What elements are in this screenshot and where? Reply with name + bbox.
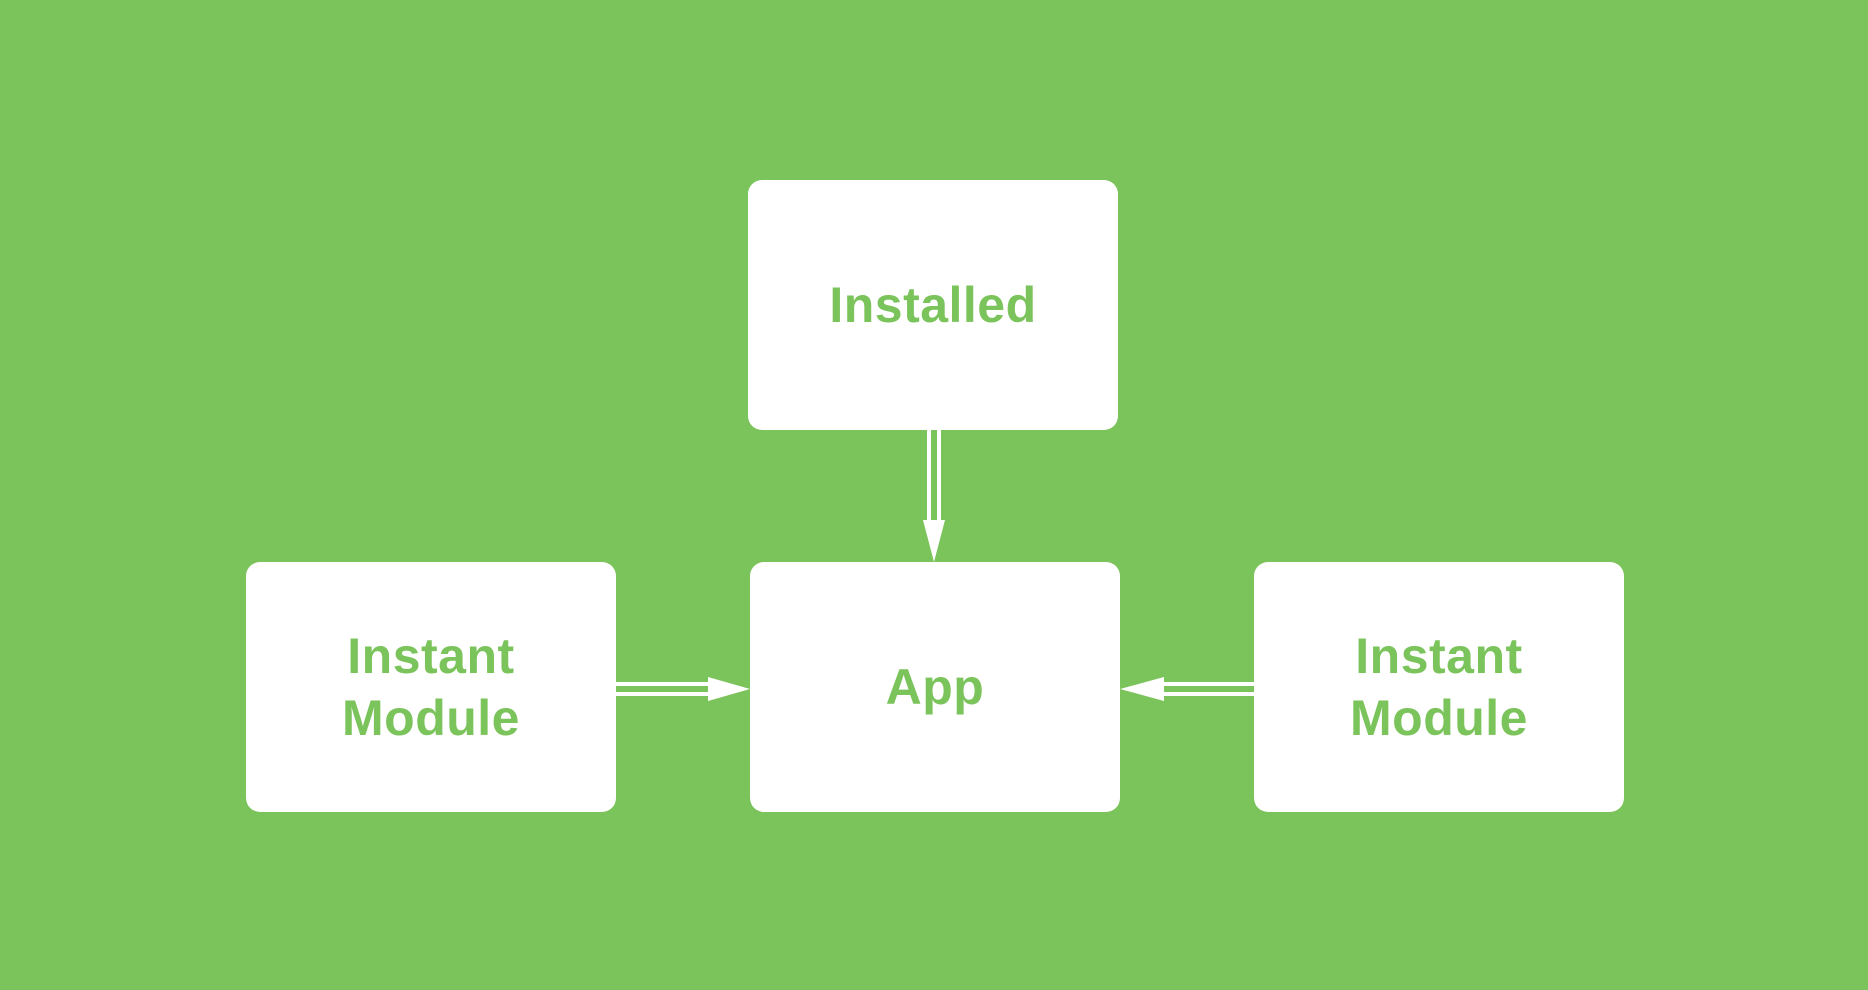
edge-right-module-to-app bbox=[1120, 677, 1254, 701]
node-app-label: App bbox=[885, 659, 985, 715]
node-app: App bbox=[750, 562, 1120, 812]
arrowhead-right-icon bbox=[708, 677, 750, 701]
node-instant-module-right: Instant Module bbox=[1254, 562, 1624, 812]
node-installed: Installed bbox=[748, 180, 1118, 430]
arrowhead-down-icon bbox=[923, 520, 945, 562]
arrowhead-left-icon bbox=[1120, 677, 1164, 701]
node-instant-module-left: Instant Module bbox=[246, 562, 616, 812]
edge-installed-to-app bbox=[923, 430, 945, 562]
node-instant-module-right-label: Instant Module bbox=[1350, 628, 1528, 746]
edge-left-module-to-app bbox=[616, 677, 750, 701]
node-instant-module-left-label: Instant Module bbox=[342, 628, 520, 746]
node-installed-label: Installed bbox=[829, 277, 1037, 333]
